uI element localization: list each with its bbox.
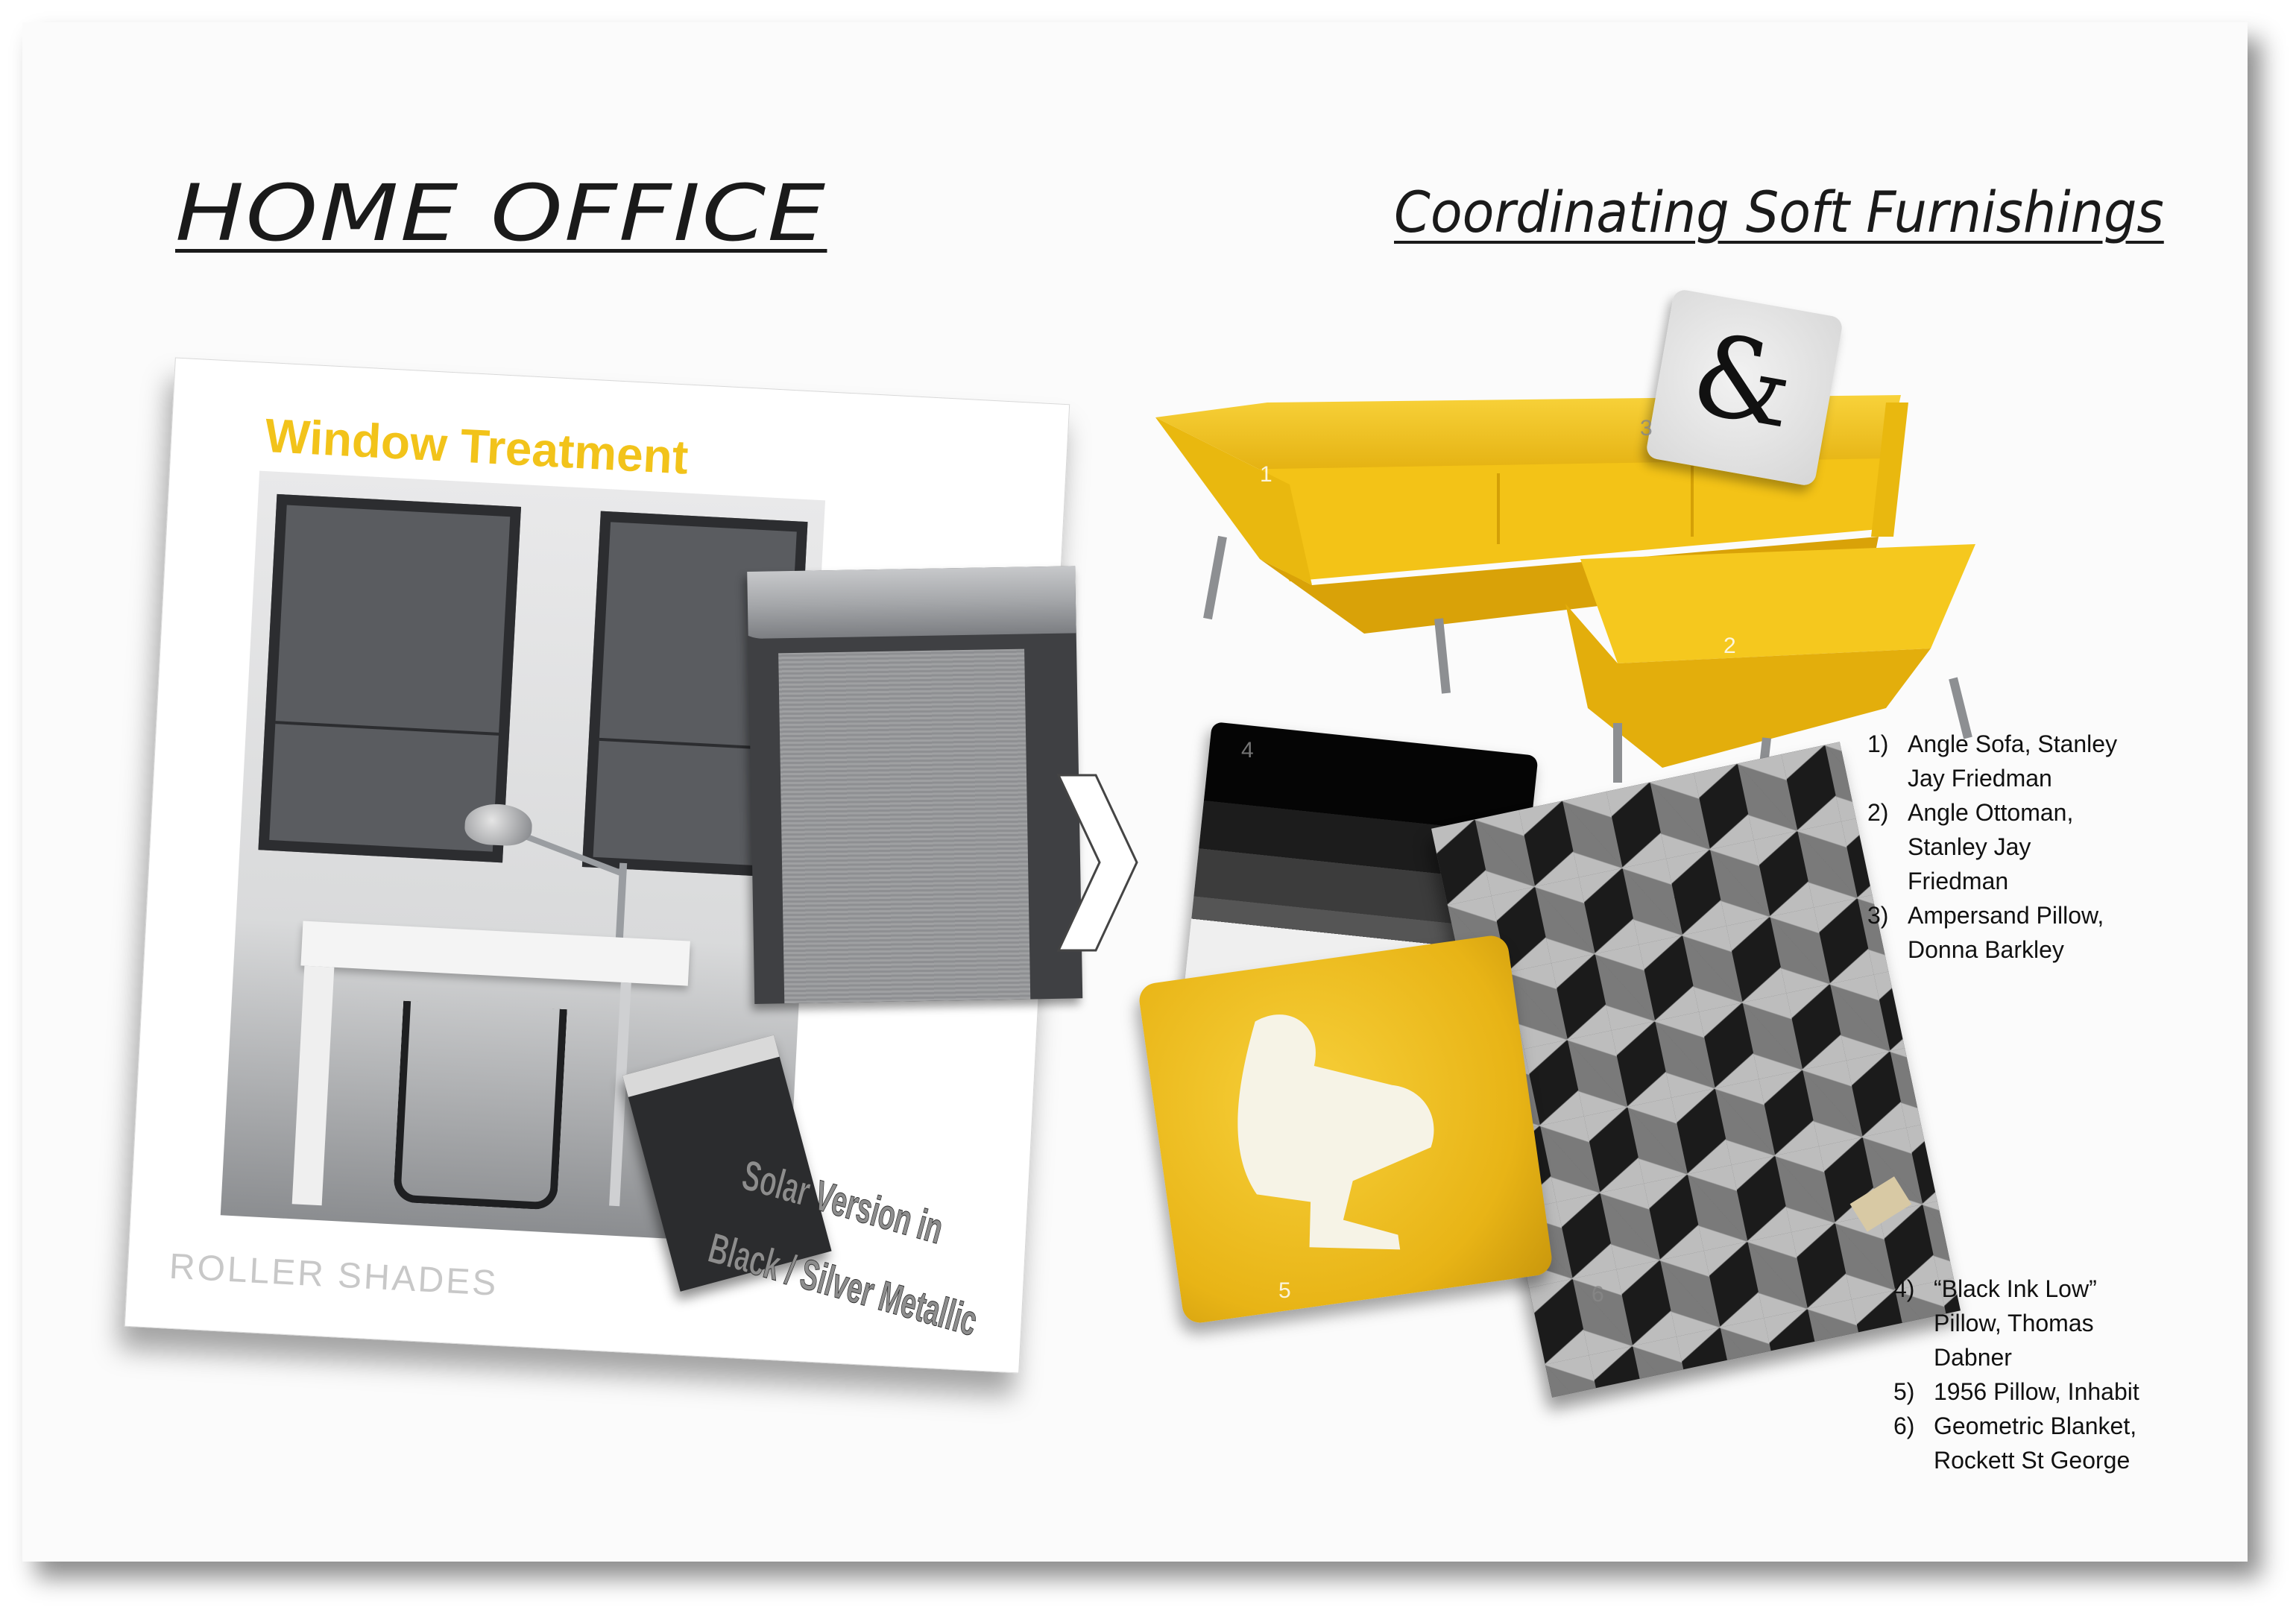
image-number-2: 2: [1723, 634, 1736, 658]
blanket-label-tag: [1849, 1176, 1912, 1232]
image-number-3: 3: [1640, 416, 1653, 441]
image-number-4: 4: [1241, 738, 1254, 763]
furnishings-list-top: 1)Angle Sofa, Stanley Jay Friedman 2)Ang…: [1867, 727, 2180, 967]
section-title-soft-furnishings: Coordinating Soft Furnishings: [1394, 179, 2164, 245]
desk: [300, 921, 690, 986]
image-number-1: 1: [1260, 462, 1272, 487]
list-item: 2)Angle Ottoman, Stanley Jay Friedman: [1867, 799, 2074, 894]
list-item: 6)Geometric Blanket, Rockett St George: [1893, 1412, 2137, 1474]
angle-sofa-and-ottoman: [1155, 395, 1975, 806]
moodboard-page: HOME OFFICE Coordinating Soft Furnishing…: [22, 22, 2248, 1562]
ampersand-glyph: &: [1682, 309, 1804, 454]
lounge-chair-graphic: [1237, 1014, 1434, 1250]
ampersand-pillow: &: [1644, 288, 1844, 487]
1956-pillow: [1137, 933, 1554, 1325]
chair: [393, 1000, 567, 1210]
image-number-6: 6: [1592, 1282, 1604, 1307]
list-item: 1)Angle Sofa, Stanley Jay Friedman: [1867, 730, 2118, 792]
list-item: 4)“Black Ink Low” Pillow, Thomas Dabner: [1893, 1275, 2097, 1371]
roller-shades-label: ROLLER SHADES: [168, 1246, 499, 1304]
list-item: 5)1956 Pillow, Inhabit: [1893, 1378, 2139, 1405]
image-number-5: 5: [1278, 1278, 1291, 1303]
furnishings-list-bottom: 4)“Black Ink Low” Pillow, Thomas Dabner …: [1893, 1272, 2221, 1477]
window-treatment-title: Window Treatment: [263, 408, 690, 484]
list-item: 3)Ampersand Pillow, Donna Barkley: [1867, 902, 2104, 963]
roller-shade-closeup: [747, 566, 1083, 1004]
desk-lamp: [464, 802, 534, 847]
chevron-right-icon: [1056, 774, 1138, 952]
page-title-home-office: HOME OFFICE: [175, 168, 827, 259]
window-treatment-card: Window Treatment Solar Version in Black …: [124, 357, 1083, 1374]
